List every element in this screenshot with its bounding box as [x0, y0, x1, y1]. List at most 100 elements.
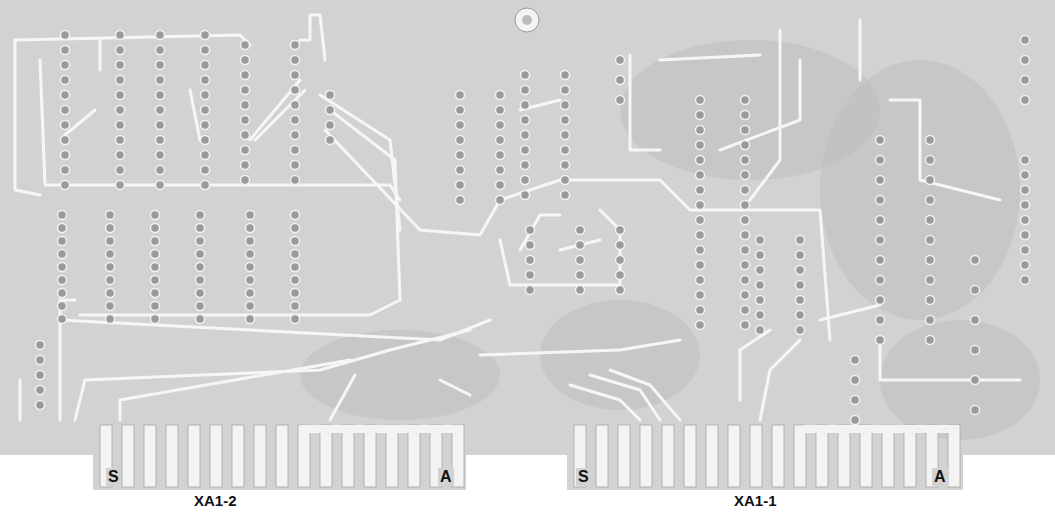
board-shade [300, 330, 500, 420]
solder-pad [496, 91, 505, 100]
solder-pad [496, 181, 505, 190]
solder-pad [61, 106, 70, 115]
solder-pad [926, 196, 935, 205]
solder-pad [201, 121, 210, 130]
solder-pad [741, 111, 750, 120]
solder-pad [151, 315, 160, 324]
solder-pad [756, 326, 765, 335]
copper-trace [890, 100, 1000, 200]
solder-pad [971, 256, 980, 265]
copper-trace [15, 35, 250, 45]
solder-pad [561, 131, 570, 140]
solder-pad [926, 236, 935, 245]
solder-pad [326, 121, 335, 130]
edge-finger [904, 425, 916, 487]
solder-pad [971, 376, 980, 385]
solder-pad [741, 126, 750, 135]
solder-pad [291, 176, 300, 185]
solder-pad [456, 151, 465, 160]
copper-trace [80, 300, 400, 315]
solder-pad [576, 271, 585, 280]
solder-pad [1021, 56, 1030, 65]
solder-pad [1021, 171, 1030, 180]
solder-pad [741, 231, 750, 240]
solder-pad [156, 46, 165, 55]
edge-finger [298, 425, 310, 487]
solder-pad [1021, 261, 1030, 270]
solder-pad [36, 356, 45, 365]
solder-pad [58, 211, 67, 220]
solder-pad [241, 101, 250, 110]
solder-pad [58, 250, 67, 259]
solder-pad [196, 250, 205, 259]
solder-pad [241, 71, 250, 80]
solder-pad [326, 136, 335, 145]
edge-finger [386, 425, 398, 487]
solder-pad [696, 321, 705, 330]
solder-pad [521, 176, 530, 185]
solder-pad [196, 263, 205, 272]
solder-pad [116, 151, 125, 160]
edge-finger [276, 425, 288, 487]
solder-pad [246, 250, 255, 259]
solder-pad [201, 136, 210, 145]
solder-pad [796, 281, 805, 290]
solder-pad [291, 116, 300, 125]
solder-pad [1021, 186, 1030, 195]
solder-pad [796, 266, 805, 275]
edge-finger [452, 425, 464, 487]
solder-pad [201, 106, 210, 115]
edge-finger [232, 425, 244, 487]
solder-pad [291, 224, 300, 233]
solder-pad [561, 86, 570, 95]
solder-pad [156, 106, 165, 115]
copper-trace [590, 375, 660, 420]
solder-pad [741, 216, 750, 225]
solder-pad [291, 131, 300, 140]
solder-pad [696, 276, 705, 285]
solder-pad [241, 131, 250, 140]
solder-pad [291, 101, 300, 110]
solder-pad [456, 91, 465, 100]
solder-pad [1021, 276, 1030, 285]
solder-pad [116, 106, 125, 115]
edge-finger [882, 425, 894, 487]
board-shade [880, 320, 1040, 440]
solder-pad [196, 224, 205, 233]
solder-pad [246, 315, 255, 324]
solder-pad [756, 236, 765, 245]
solder-pad [521, 131, 530, 140]
solder-pad [456, 121, 465, 130]
solder-pad [696, 171, 705, 180]
solder-pad [151, 289, 160, 298]
copper-trace [750, 30, 780, 200]
solder-pad [196, 315, 205, 324]
solder-pad [526, 241, 535, 250]
solder-pad [616, 56, 625, 65]
solder-pad [741, 261, 750, 270]
solder-pad [291, 146, 300, 155]
solder-pad [926, 336, 935, 345]
solder-pad [61, 76, 70, 85]
solder-pad [876, 236, 885, 245]
solder-pad [201, 91, 210, 100]
solder-pad [521, 71, 530, 80]
copper-trace [15, 40, 40, 195]
copper-trace [300, 15, 325, 60]
solder-pad [156, 76, 165, 85]
solder-pad [201, 151, 210, 160]
solder-pad [61, 31, 70, 40]
solder-pad [151, 276, 160, 285]
edge-finger [684, 425, 696, 487]
solder-pad [756, 251, 765, 260]
solder-pad [241, 146, 250, 155]
solder-pad [696, 231, 705, 240]
solder-pad [151, 250, 160, 259]
solder-pad [1021, 76, 1030, 85]
solder-pad [756, 296, 765, 305]
solder-pad [326, 91, 335, 100]
solder-pad [851, 416, 860, 425]
solder-pad [61, 121, 70, 130]
solder-pad [521, 146, 530, 155]
